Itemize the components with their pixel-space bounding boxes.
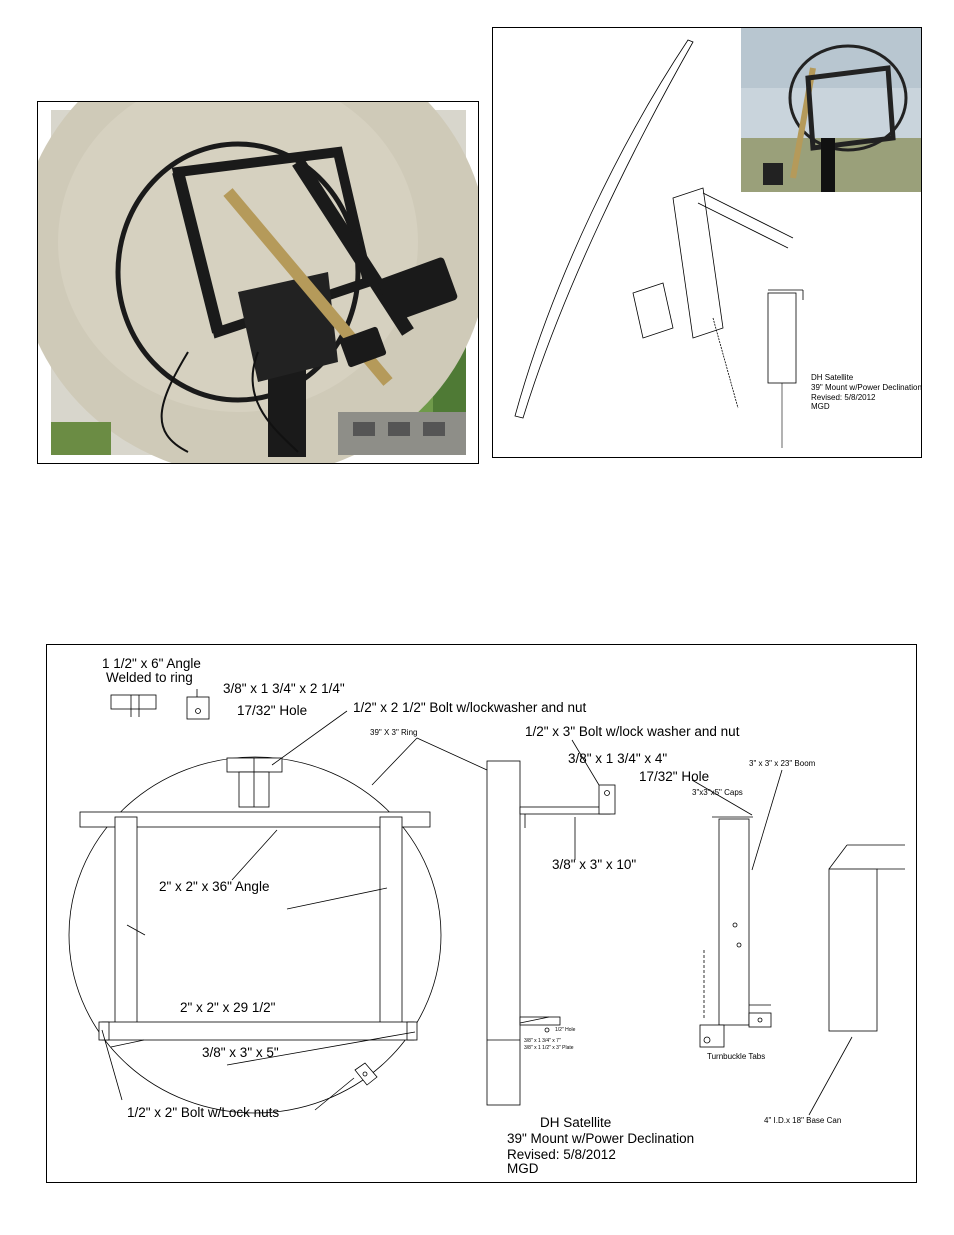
label-boom: 3" x 3" x 23" Boom bbox=[749, 759, 816, 768]
small-plate bbox=[186, 696, 210, 720]
label-angle-29: 2" x 2" x 29 1/2" bbox=[180, 1000, 276, 1015]
label-base-can: 4" I.D.x 18" Base Can bbox=[764, 1116, 841, 1125]
drawing-title-line3: Revised: 5/8/2012 bbox=[507, 1147, 616, 1162]
label-ring: 39" X 3" Ring bbox=[370, 728, 417, 737]
sketch-title-line2: 39" Mount w/Power Declination bbox=[811, 383, 921, 392]
label-plate-7: 3/8" x 1 3/4" x 7" bbox=[524, 1038, 561, 1044]
label-hole-small: 1/2" Hole bbox=[555, 1027, 576, 1033]
angle-part bbox=[110, 694, 157, 710]
label-plate-5: 3/8" x 3" x 5" bbox=[202, 1045, 279, 1060]
side-arm bbox=[519, 806, 611, 815]
label-caps: 3"x3"x5" Caps bbox=[692, 788, 743, 797]
label-plate-10: 3/8" x 3" x 10" bbox=[552, 857, 636, 872]
top-clamp bbox=[226, 757, 283, 773]
label-bolt-lock: 1/2" x 2" Bolt w/Lock nuts bbox=[127, 1105, 279, 1120]
label-welded: Welded to ring bbox=[106, 670, 193, 685]
left-upright bbox=[114, 816, 138, 1026]
label-angle-36: 2" x 2" x 36" Angle bbox=[159, 879, 269, 894]
base-can bbox=[828, 868, 878, 1032]
actuator-motor bbox=[378, 257, 458, 322]
dish-profile bbox=[514, 39, 694, 419]
dish-photo bbox=[38, 102, 478, 463]
drawing-title-line2: 39" Mount w/Power Declination bbox=[507, 1131, 694, 1146]
sketch-title-line4: MGD bbox=[811, 402, 830, 411]
drawing-title-line1: DH Satellite bbox=[540, 1115, 611, 1130]
sketch-bracket bbox=[672, 187, 724, 339]
label-plate-3: 3/8" x 1 1/2" x 3" Plate bbox=[524, 1045, 574, 1051]
sketch-panel: DH Satellite 39" Mount w/Power Declinati… bbox=[492, 27, 922, 458]
sketch-title-line1: DH Satellite bbox=[811, 373, 854, 382]
label-plate-4: 3/8" x 1 3/4" x 4" bbox=[568, 751, 667, 766]
drawing-panel: 1 1/2" x 6" Angle Welded to ring 3/8" x … bbox=[46, 644, 917, 1183]
label-turnbuckle: Turnbuckle Tabs bbox=[707, 1052, 765, 1061]
photo-panel bbox=[37, 101, 479, 464]
label-hole-2: 17/32" Hole bbox=[639, 769, 709, 784]
label-bolt-2-5: 1/2" x 2 1/2" Bolt w/lockwasher and nut bbox=[353, 700, 586, 715]
label-angle-6: 1 1/2" x 6" Angle bbox=[102, 656, 201, 671]
sketch-base-can bbox=[767, 292, 797, 384]
label-hole-1: 17/32" Hole bbox=[237, 703, 307, 718]
bottom-crossbar bbox=[101, 1021, 415, 1041]
right-upright bbox=[379, 816, 403, 1026]
side-column bbox=[486, 760, 521, 1106]
label-bolt-3: 1/2" x 3" Bolt w/lock washer and nut bbox=[525, 724, 740, 739]
ring-shape bbox=[68, 756, 442, 1114]
bottom-tab bbox=[354, 1062, 378, 1086]
sketch-title-line3: Revised: 5/8/2012 bbox=[811, 393, 876, 402]
side-view-sketch: DH Satellite 39" Mount w/Power Declinati… bbox=[514, 28, 921, 448]
top-crossbar bbox=[79, 811, 431, 828]
boom bbox=[718, 818, 750, 1026]
mount-ring bbox=[115, 141, 361, 403]
label-plate-small: 3/8" x 1 3/4" x 2 1/4" bbox=[223, 681, 345, 696]
construction-drawing: 1 1/2" x 6" Angle Welded to ring 3/8" x … bbox=[68, 656, 905, 1176]
drawing-title-line4: MGD bbox=[507, 1161, 539, 1176]
